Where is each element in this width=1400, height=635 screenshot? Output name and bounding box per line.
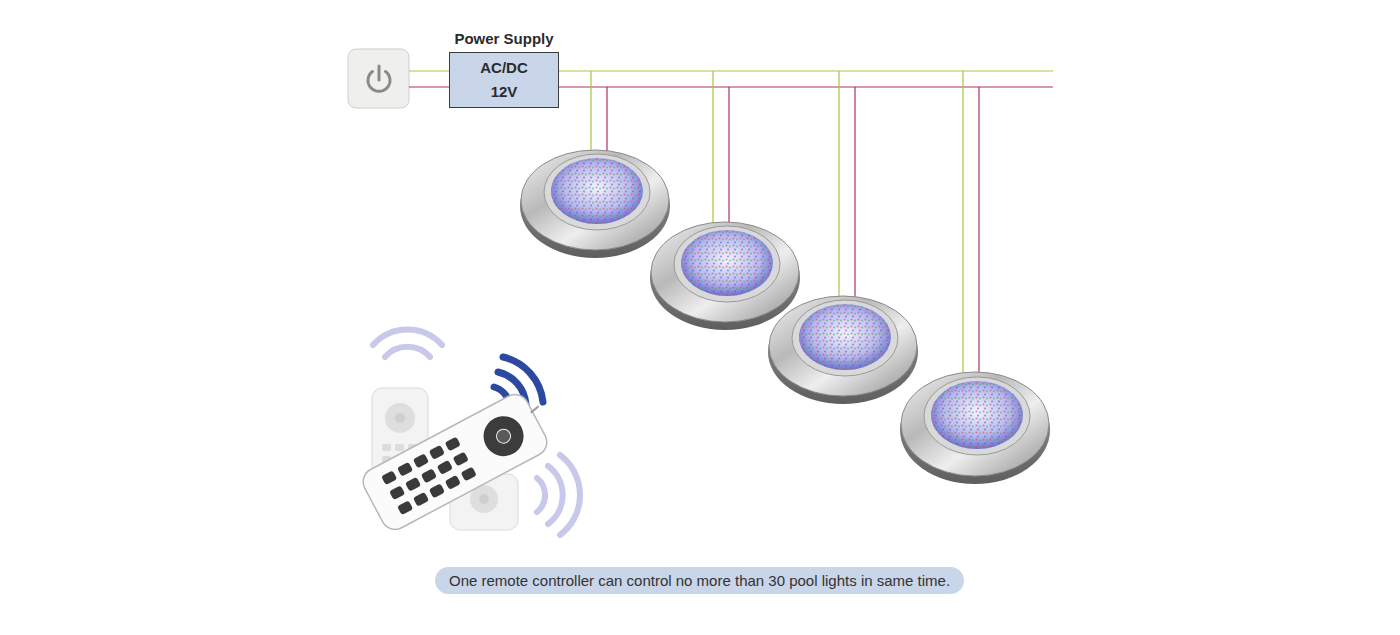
- remote-group: [358, 329, 580, 535]
- remote-antenna: [530, 406, 540, 412]
- light-lens: [551, 158, 643, 224]
- signal-wave: [537, 478, 545, 512]
- remote-button: [397, 500, 413, 515]
- pool-light: [520, 150, 670, 258]
- remote-button: [405, 477, 421, 492]
- pool-light: [650, 222, 800, 330]
- remote-button: [494, 427, 513, 446]
- red-wire: [409, 86, 449, 87]
- remote-button: [437, 460, 453, 475]
- pool-light: [900, 372, 1050, 484]
- signal-wave: [385, 347, 430, 357]
- red-wire: [978, 87, 979, 376]
- remote-button: [429, 445, 445, 460]
- signal-wave: [373, 329, 442, 345]
- remote-button: [389, 485, 405, 500]
- remote-pad: [385, 403, 415, 433]
- light-housing: [769, 296, 917, 396]
- button-body: [348, 49, 409, 108]
- red-wire: [854, 87, 855, 300]
- remote-front: [358, 386, 559, 534]
- green-wire: [712, 71, 713, 226]
- remote-button: [445, 475, 461, 490]
- remote-button: [395, 444, 404, 451]
- box-outline: AC/DC 12V: [449, 52, 559, 108]
- light-housing: [521, 150, 669, 250]
- remote-button: [479, 494, 489, 504]
- remote-button: [429, 483, 445, 498]
- remote-button: [395, 413, 405, 423]
- green-wire: [409, 70, 449, 71]
- power-button: [348, 49, 409, 108]
- wires: [409, 71, 1053, 376]
- green-wire: [590, 71, 591, 152]
- box-label: AC/DC 12V: [480, 56, 528, 104]
- remote-button: [445, 436, 461, 451]
- light-lens: [799, 304, 891, 370]
- remote-button: [461, 466, 477, 481]
- red-wire: [728, 87, 729, 226]
- light-leds: [551, 158, 643, 224]
- remote-button: [413, 453, 429, 468]
- light-ring: [792, 300, 898, 376]
- remote-button: [413, 492, 429, 507]
- light-housing: [901, 372, 1049, 476]
- light-ring: [544, 154, 650, 230]
- light-leds: [931, 381, 1023, 449]
- power-supply-box: Power SupplyAC/DC 12V: [449, 30, 559, 108]
- caption-pill: One remote controller can control no mor…: [435, 567, 964, 594]
- signal-wave: [560, 455, 580, 535]
- power-icon: [378, 66, 381, 80]
- light-lens: [681, 230, 773, 296]
- remote-button: [421, 468, 437, 483]
- remote-keys: [381, 436, 477, 515]
- red-wire: [606, 87, 607, 152]
- light-ring: [924, 377, 1030, 455]
- remote-button: [453, 451, 469, 466]
- light-leds: [681, 230, 773, 296]
- remote-button: [382, 444, 391, 451]
- remote-body: [358, 390, 551, 535]
- remote-pad: [477, 409, 531, 463]
- green-wire: [962, 71, 963, 376]
- remote-button: [381, 470, 397, 485]
- pool-light: [768, 296, 918, 404]
- green-wire: [838, 71, 839, 300]
- remote-button: [397, 462, 413, 477]
- box-heading: Power Supply: [449, 30, 559, 52]
- signal-wave: [548, 466, 563, 524]
- light-leds: [799, 304, 891, 370]
- light-housing: [651, 222, 799, 322]
- green-wire: [559, 70, 1053, 71]
- light-ring: [674, 226, 780, 302]
- light-lens: [931, 381, 1023, 449]
